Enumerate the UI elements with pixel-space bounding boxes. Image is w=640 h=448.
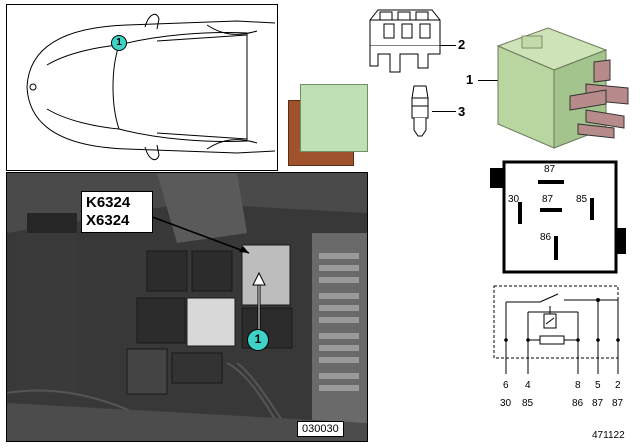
- pin-label-30: 30: [508, 194, 520, 205]
- photo-callout-1: 1: [247, 329, 269, 351]
- relay-box-photo-illustration: [7, 173, 367, 441]
- relay-pin-layout-diagram: [490, 160, 626, 274]
- car-location-panel: 1: [6, 4, 278, 171]
- car-outline-illustration: [26, 13, 276, 161]
- relay-circuit-diagram: [493, 285, 620, 374]
- pin-label-87-center: 87: [542, 194, 554, 205]
- circuit-terminal-86: 86: [572, 398, 584, 409]
- relay-illustration: [496, 27, 629, 149]
- photo-code: 030030: [297, 421, 344, 437]
- circuit-pin-number-5: 5: [595, 380, 601, 391]
- part-label-3: 3: [458, 104, 466, 119]
- pin-label-87-top: 87: [544, 164, 556, 175]
- circuit-terminal-87-a: 87: [592, 398, 604, 409]
- circuit-terminal-85: 85: [522, 398, 534, 409]
- leader-line-1: [478, 80, 498, 81]
- relay-socket-illustration: [369, 9, 441, 73]
- circuit-pin-number-8: 8: [575, 380, 581, 391]
- circuit-terminal-30: 30: [500, 398, 512, 409]
- location-callout-1: 1: [111, 35, 127, 51]
- leader-line-3: [432, 111, 456, 112]
- circuit-pin-number-2: 2: [615, 380, 621, 391]
- swatch-green: [300, 84, 368, 152]
- installation-photo: K6324 X6324 1 030030: [6, 172, 368, 442]
- diagram-number: 471122: [592, 430, 625, 441]
- circuit-pin-number-6: 6: [503, 380, 509, 391]
- circuit-pin-number-4: 4: [525, 380, 531, 391]
- leader-line-2: [440, 45, 456, 46]
- relay-designation-k: K6324: [86, 194, 131, 211]
- pin-label-85: 85: [576, 194, 588, 205]
- pin-label-86: 86: [540, 232, 552, 243]
- part-label-1: 1: [466, 72, 474, 87]
- relay-designation-label: K6324 X6324: [81, 191, 153, 233]
- terminal-illustration: [411, 85, 429, 137]
- circuit-terminal-87-b: 87: [612, 398, 624, 409]
- relay-designation-x: X6324: [86, 212, 130, 229]
- part-label-2: 2: [458, 37, 466, 52]
